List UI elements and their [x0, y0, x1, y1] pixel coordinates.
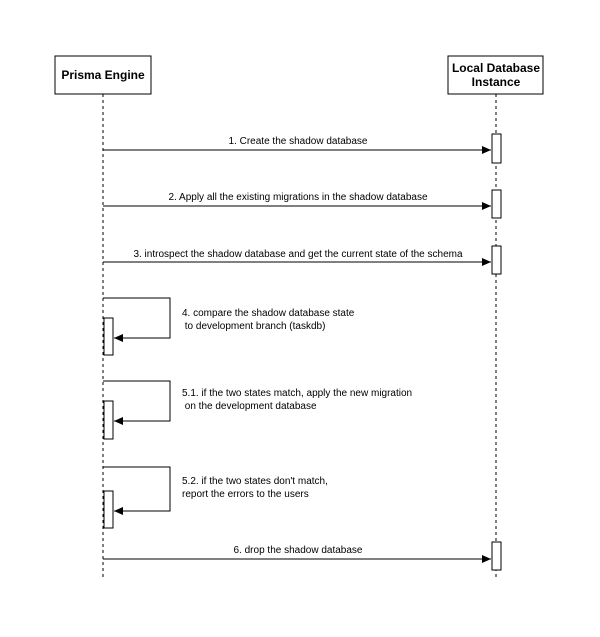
local-db-activation-6: [491, 541, 502, 571]
participant-local-database-label-line1: Local Database: [452, 61, 540, 75]
message-1-label: 1. Create the shadow database: [229, 136, 368, 147]
message-4: 4. compare the shadow database state to …: [103, 297, 355, 342]
participant-local-database-label-line2: Instance: [472, 75, 521, 89]
message-3-label: 3. introspect the shadow database and ge…: [133, 249, 463, 260]
message-5-1: 5.1. if the two states match, apply the …: [103, 380, 412, 425]
message-3: 3. introspect the shadow database and ge…: [103, 249, 491, 266]
message-5-1-label-line2: on the development database: [182, 401, 317, 412]
message-5-2: 5.2. if the two states don't match, repo…: [103, 466, 328, 515]
message-2: 2. Apply all the existing migrations in …: [103, 192, 491, 210]
message-6: 6. drop the shadow database: [103, 545, 491, 563]
prisma-engine-activation-5-1: [103, 400, 114, 440]
prisma-engine-activation-4: [103, 317, 114, 356]
local-db-activation-1: [491, 133, 502, 164]
message-5-2-label-line1: 5.2. if the two states don't match,: [182, 476, 328, 487]
local-db-activation-2: [491, 189, 502, 219]
prisma-engine-activation-5-2: [103, 490, 114, 529]
message-1: 1. Create the shadow database: [103, 136, 491, 154]
local-db-activation-3: [491, 245, 502, 275]
participant-prisma-engine: Prisma Engine: [54, 55, 152, 95]
message-2-label: 2. Apply all the existing migrations in …: [168, 192, 427, 203]
participant-local-database: Local Database Instance: [447, 55, 544, 95]
participant-prisma-engine-label: Prisma Engine: [61, 68, 145, 82]
message-5-2-label-line2: report the errors to the users: [182, 489, 309, 500]
message-6-label: 6. drop the shadow database: [234, 545, 363, 556]
message-5-1-label-line1: 5.1. if the two states match, apply the …: [182, 388, 412, 399]
message-4-label-line2: to development branch (taskdb): [182, 321, 325, 332]
message-4-label-line1: 4. compare the shadow database state: [182, 308, 355, 319]
